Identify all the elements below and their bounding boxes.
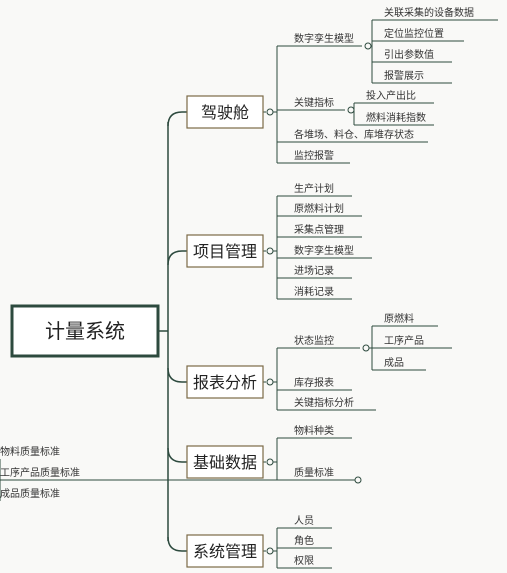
topic-label: 关键指标分析 bbox=[294, 396, 354, 409]
topic-label: 物料质量标准 bbox=[0, 445, 60, 458]
connector-line bbox=[167, 250, 187, 266]
topic-node[interactable]: 人员 bbox=[294, 515, 314, 527]
branch-node-box bbox=[186, 234, 264, 268]
branch-node-box bbox=[186, 445, 264, 479]
topic-node[interactable]: 投入产出比 bbox=[366, 89, 416, 102]
collapse-toggle-icon[interactable] bbox=[364, 42, 372, 50]
topic-node[interactable]: 权限 bbox=[294, 554, 314, 567]
topic-label: 燃料消耗指数 bbox=[366, 111, 426, 124]
topic-label: 物料种类 bbox=[294, 424, 334, 437]
topic-label: 原燃料计划 bbox=[294, 202, 344, 215]
topic-label: 定位监控位置 bbox=[384, 27, 444, 40]
topic-node[interactable]: 各堆场、料仓、库堆存状态 bbox=[294, 128, 414, 141]
topic-node[interactable]: 工序产品质量标准 bbox=[0, 466, 80, 479]
topic-node[interactable]: 数字孪生模型 bbox=[294, 244, 354, 257]
topic-node[interactable]: 引出参数值 bbox=[384, 48, 434, 61]
branch-node-box bbox=[186, 534, 264, 568]
branch-node-label: 项目管理 bbox=[193, 242, 257, 261]
branch-node[interactable]: 驾驶舱 bbox=[186, 95, 264, 129]
topic-label: 工序产品 bbox=[384, 334, 424, 347]
topic-node[interactable]: 数字孪生模型 bbox=[294, 32, 354, 45]
topic-node[interactable]: 工序产品 bbox=[384, 334, 424, 347]
topic-label: 成品 bbox=[384, 357, 404, 369]
topic-label: 角色 bbox=[294, 534, 314, 547]
topic-node[interactable]: 状态监控 bbox=[294, 334, 334, 347]
topic-node[interactable]: 采集点管理 bbox=[294, 223, 344, 236]
collapse-toggle-icon[interactable] bbox=[362, 344, 370, 352]
topic-label: 报警展示 bbox=[384, 69, 424, 82]
topic-node[interactable]: 消耗记录 bbox=[294, 285, 334, 298]
topic-label: 状态监控 bbox=[294, 334, 334, 347]
topic-label: 引出参数值 bbox=[384, 48, 434, 61]
connector-line bbox=[167, 367, 187, 383]
topic-label: 质量标准 bbox=[294, 467, 334, 479]
collapse-toggle-icon[interactable] bbox=[266, 247, 274, 255]
topic-node[interactable]: 物料种类 bbox=[294, 424, 334, 437]
topic-node[interactable]: 关联采集的设备数据 bbox=[384, 6, 474, 19]
root-node[interactable]: 计量系统 bbox=[10, 304, 160, 358]
topic-label: 库存报表 bbox=[294, 376, 334, 389]
topic-node[interactable]: 监控报警 bbox=[294, 149, 334, 162]
topic-label: 消耗记录 bbox=[294, 285, 334, 298]
topic-label: 原燃料 bbox=[384, 312, 414, 325]
topic-label: 投入产出比 bbox=[366, 89, 416, 102]
mind-map-nodes: 驾驶舱数字孪生模型关联采集的设备数据定位监控位置引出参数值报警展示关键指标投入产… bbox=[0, 6, 474, 568]
topic-label: 人员 bbox=[294, 515, 314, 527]
branch-node-box bbox=[186, 95, 264, 129]
topic-label: 权限 bbox=[294, 554, 314, 567]
topic-node[interactable]: 角色 bbox=[294, 534, 314, 547]
topic-label: 数字孪生模型 bbox=[294, 244, 354, 257]
collapse-toggle-icon[interactable] bbox=[266, 547, 274, 555]
topic-node[interactable]: 报警展示 bbox=[384, 69, 424, 82]
topic-node[interactable]: 关键指标分析 bbox=[294, 396, 354, 409]
topic-node[interactable]: 生产计划 bbox=[294, 182, 334, 195]
topic-node[interactable]: 原燃料计划 bbox=[294, 202, 344, 215]
branch-node[interactable]: 项目管理 bbox=[186, 234, 264, 268]
topic-node[interactable]: 定位监控位置 bbox=[384, 27, 444, 40]
branch-node[interactable]: 报表分析 bbox=[186, 365, 264, 399]
topic-label: 进场记录 bbox=[294, 264, 334, 277]
topic-label: 成品质量标准 bbox=[0, 488, 60, 500]
branch-node-label: 基础数据 bbox=[193, 453, 257, 472]
branch-node[interactable]: 基础数据 bbox=[186, 445, 264, 479]
topic-node[interactable]: 成品质量标准 bbox=[0, 488, 60, 500]
branch-node-box bbox=[186, 365, 264, 399]
topic-node[interactable]: 燃料消耗指数 bbox=[366, 111, 426, 124]
topic-label: 关联采集的设备数据 bbox=[384, 6, 474, 19]
topic-node[interactable]: 进场记录 bbox=[294, 264, 334, 277]
topic-label: 采集点管理 bbox=[294, 223, 344, 236]
topic-node[interactable]: 关键指标 bbox=[294, 96, 334, 109]
branch-node-label: 系统管理 bbox=[193, 542, 257, 561]
collapse-toggle-icon[interactable] bbox=[266, 458, 274, 466]
collapse-toggle-icon[interactable] bbox=[354, 476, 362, 484]
branch-node-label: 驾驶舱 bbox=[201, 103, 249, 122]
connector-line bbox=[167, 111, 187, 127]
connector-line bbox=[167, 536, 187, 552]
topic-label: 工序产品质量标准 bbox=[0, 466, 80, 479]
mind-map-connectors bbox=[0, 19, 498, 569]
topic-node[interactable]: 物料质量标准 bbox=[0, 445, 60, 458]
topic-node[interactable]: 质量标准 bbox=[294, 467, 334, 479]
collapse-toggle-icon[interactable] bbox=[266, 378, 274, 386]
branch-node-label: 报表分析 bbox=[193, 373, 257, 392]
branch-node[interactable]: 系统管理 bbox=[186, 534, 264, 568]
topic-label: 生产计划 bbox=[294, 182, 334, 195]
connector-line bbox=[167, 447, 187, 463]
topic-node[interactable]: 成品 bbox=[384, 357, 404, 369]
root-node-label: 计量系统 bbox=[45, 319, 125, 343]
topic-node[interactable]: 库存报表 bbox=[294, 376, 334, 389]
collapse-toggle-icon[interactable] bbox=[347, 106, 355, 114]
topic-label: 关键指标 bbox=[294, 96, 334, 109]
collapse-toggle-icon[interactable] bbox=[266, 108, 274, 116]
topic-label: 各堆场、料仓、库堆存状态 bbox=[294, 128, 414, 141]
topic-label: 监控报警 bbox=[294, 149, 334, 162]
topic-node[interactable]: 原燃料 bbox=[384, 312, 414, 325]
topic-label: 数字孪生模型 bbox=[294, 32, 354, 45]
